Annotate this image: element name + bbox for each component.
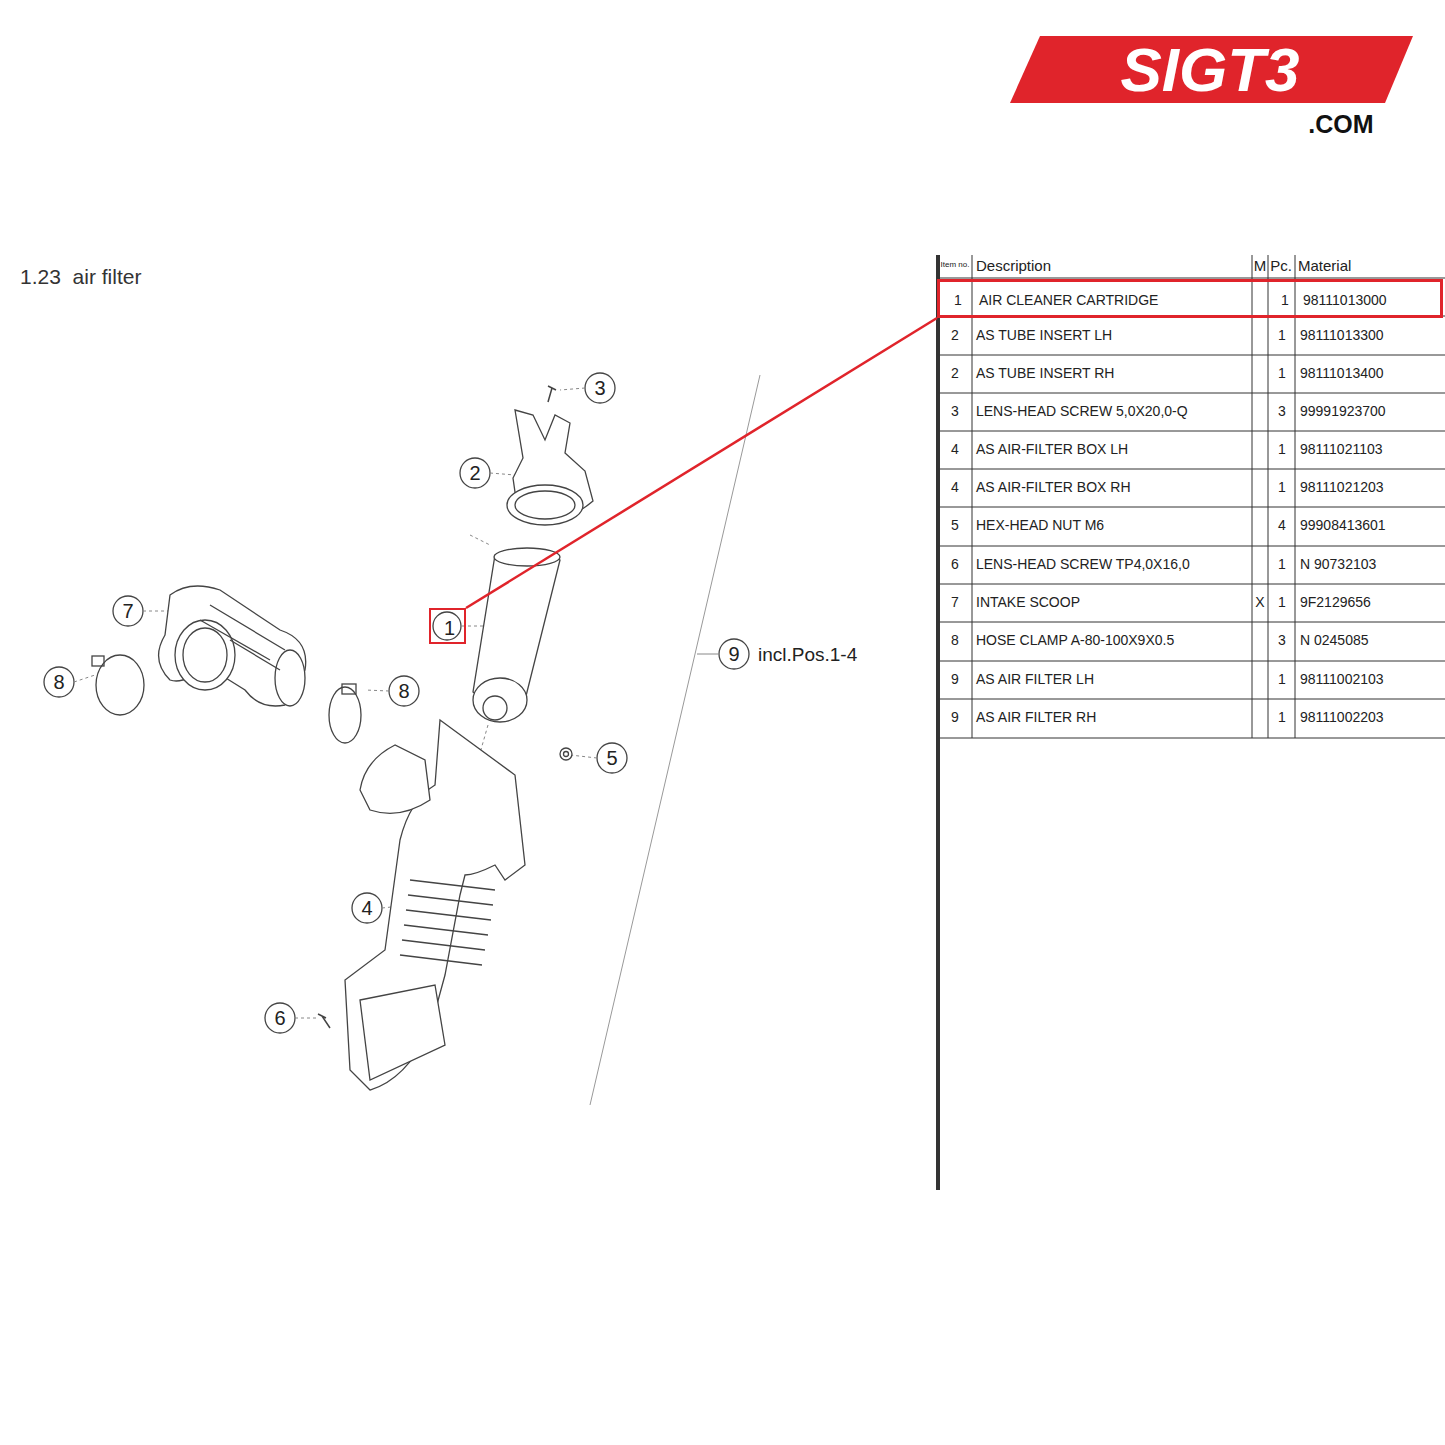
table-cell: 6 [951, 557, 959, 572]
callout-number: 5 [606, 747, 617, 769]
table-cell: X [1255, 595, 1264, 610]
table-cell: 8 [951, 633, 959, 648]
table-cell: N 90732103 [1300, 557, 1376, 572]
table-cell: AS AIR FILTER RH [976, 710, 1096, 725]
table-cell: 5 [951, 518, 959, 533]
table-cell: 3 [1278, 404, 1286, 419]
table-cell: 2 [951, 366, 959, 381]
table-cell: 3 [951, 404, 959, 419]
leader-line [697, 654, 718, 655]
table-header: Material [1298, 258, 1351, 275]
node-text: 98111013000 [1303, 293, 1387, 308]
table-cell: AS AIR-FILTER BOX RH [976, 480, 1131, 495]
table-header: Description [976, 258, 1051, 275]
group-note: incl.Pos.1-4 [758, 645, 857, 666]
callout-number: 8 [398, 680, 409, 702]
table-cell: 1 [1278, 557, 1286, 572]
table-cell: AS TUBE INSERT RH [976, 366, 1114, 381]
node-text: 1 [444, 617, 455, 639]
table-cell: AS TUBE INSERT LH [976, 328, 1112, 343]
table-cell: LENS-HEAD SCREW TP4,0X16,0 [976, 557, 1190, 572]
callout-number: 8 [53, 671, 64, 693]
table-cell: N 0245085 [1300, 633, 1369, 648]
table-cell: 2 [951, 328, 959, 343]
table-header: Item no. [941, 261, 970, 270]
table-cell: 1 [1278, 480, 1286, 495]
table-cell: 1 [1278, 710, 1286, 725]
callout-number: 2 [469, 462, 480, 484]
table-cell: 98111002103 [1300, 672, 1384, 687]
table-cell: 1 [1278, 442, 1286, 457]
table-cell: 1 [1278, 366, 1286, 381]
table-cell: 9F2129656 [1300, 595, 1371, 610]
table-cell: LENS-HEAD SCREW 5,0X20,0-Q [976, 404, 1188, 419]
table-cell: 99908413601 [1300, 518, 1386, 533]
table-cell: HEX-HEAD NUT M6 [976, 518, 1104, 533]
group-line [590, 375, 760, 1105]
diagram-title: 1.23 air filter [20, 265, 141, 288]
table-cell: INTAKE SCOOP [976, 595, 1080, 610]
logo-suffix: .COM [1308, 111, 1373, 139]
table-cell: 4 [951, 480, 959, 495]
table-cell: 9 [951, 672, 959, 687]
callout-number: 9 [728, 643, 739, 665]
callout-number: 7 [122, 600, 133, 622]
table-cell: 99991923700 [1300, 404, 1386, 419]
table-row-highlight: 1 AIR CLEANER CARTRIDGE 1 98111013000 [937, 279, 1443, 318]
table-cell: 98111021103 [1300, 442, 1383, 457]
table-cell: AS AIR-FILTER BOX LH [976, 442, 1128, 457]
table-cell: HOSE CLAMP A-80-100X9X0.5 [976, 633, 1174, 648]
table-cell: 1 [1278, 595, 1286, 610]
table-cell: 98111013300 [1300, 328, 1384, 343]
table-cell: AS AIR FILTER LH [976, 672, 1094, 687]
callout-number: 6 [274, 1007, 285, 1029]
table-cell: 4 [951, 442, 959, 457]
table-header: Pc. [1270, 258, 1292, 275]
table-cell: 1 [1278, 672, 1286, 687]
highlight-connector [466, 318, 937, 608]
logo-text: SIGT3 [1120, 36, 1299, 104]
callout-highlight-box: 1 [429, 608, 466, 644]
node-text: 1 [1281, 293, 1289, 308]
table-cell: 7 [951, 595, 959, 610]
node-text: AIR CLEANER CARTRIDGE [979, 293, 1158, 308]
table-cell: 1 [1278, 328, 1286, 343]
callout-number: 3 [594, 377, 605, 399]
table-cell: 9 [951, 710, 959, 725]
table-cell: 4 [1278, 518, 1286, 533]
callout-number: 4 [361, 897, 372, 919]
table-cell: 98111013400 [1300, 366, 1384, 381]
table-cell: 98111002203 [1300, 710, 1384, 725]
node-text: 1 [954, 293, 962, 308]
table-header: M [1254, 258, 1267, 275]
table-cell: 3 [1278, 633, 1286, 648]
table-cell: 98111021203 [1300, 480, 1384, 495]
